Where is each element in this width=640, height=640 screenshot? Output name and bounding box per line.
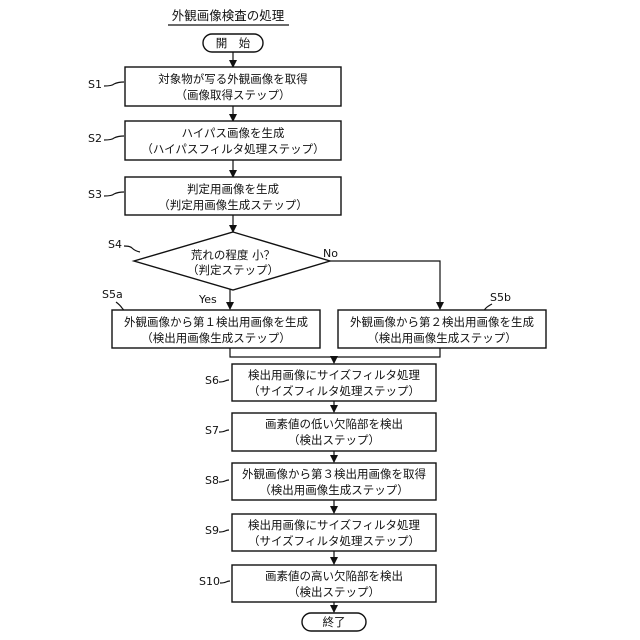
- leader-s2: [104, 136, 124, 140]
- s5a-line2: （検出用画像生成ステップ）: [141, 331, 291, 345]
- leader-s6: [219, 380, 229, 382]
- step-label-s10: S10: [199, 575, 220, 588]
- diagram-title: 外観画像検査の処理: [172, 8, 285, 23]
- line-s5b-merge: [334, 348, 440, 357]
- s7-line2: （検出ステップ）: [288, 433, 380, 447]
- leader-s9: [219, 530, 229, 532]
- s3-line2: （判定用画像生成ステップ）: [158, 198, 308, 212]
- step-label-s8: S8: [205, 474, 219, 487]
- s3-line1: 判定用画像を生成: [187, 182, 279, 196]
- leader-s10: [220, 581, 230, 583]
- arrow-s4-s5b: [330, 261, 440, 309]
- s6-line1: 検出用画像にサイズフィルタ処理: [248, 368, 420, 382]
- s2-line2: （ハイパスフィルタ処理ステップ）: [141, 142, 324, 156]
- s5b-line1: 外観画像から第２検出用画像を生成: [350, 315, 534, 329]
- step-label-s7: S7: [205, 424, 219, 437]
- s9-line2: （サイズフィルタ処理ステップ）: [248, 534, 420, 548]
- s10-line1: 画素値の高い欠陥部を検出: [265, 569, 403, 583]
- step-label-s4: S4: [108, 238, 122, 251]
- s1-line1: 対象物が写る外観画像を取得: [158, 72, 308, 86]
- leader-s7: [219, 430, 229, 432]
- s5b-line2: （検出用画像生成ステップ）: [367, 331, 517, 345]
- s8-line1: 外観画像から第３検出用画像を取得: [242, 467, 426, 481]
- s7-line1: 画素値の低い欠陥部を検出: [265, 417, 403, 431]
- s8-line2: （検出用画像生成ステップ）: [259, 483, 409, 497]
- step-label-s2: S2: [88, 132, 102, 145]
- s4-yes-label: Yes: [198, 293, 217, 306]
- s2-line1: ハイパス画像を生成: [181, 126, 285, 140]
- s10-line2: （検出ステップ）: [288, 585, 380, 599]
- leader-s8: [219, 480, 229, 482]
- s4-line1: 荒れの程度 小？: [191, 248, 275, 262]
- line-s5a-merge: [230, 348, 334, 357]
- step-label-s5a: S5a: [102, 288, 123, 301]
- leader-s4: [124, 246, 140, 252]
- end-label: 終了: [323, 615, 346, 629]
- s9-line1: 検出用画像にサイズフィルタ処理: [248, 518, 420, 532]
- s4-line2: （判定ステップ）: [187, 263, 279, 277]
- step-label-s1: S1: [88, 78, 102, 91]
- s5a-line1: 外観画像から第１検出用画像を生成: [124, 315, 308, 329]
- s1-line2: （画像取得ステップ）: [176, 88, 291, 102]
- s6-line2: （サイズフィルタ処理ステップ）: [248, 384, 420, 398]
- step-label-s9: S9: [205, 524, 219, 537]
- start-label: 開 始: [216, 36, 251, 50]
- leader-s3: [104, 192, 124, 196]
- step-label-s6: S6: [205, 374, 219, 387]
- s4-no-label: No: [323, 247, 338, 260]
- step-label-s3: S3: [88, 188, 102, 201]
- leader-s1: [104, 82, 124, 86]
- step-label-s5b: S5b: [490, 291, 511, 304]
